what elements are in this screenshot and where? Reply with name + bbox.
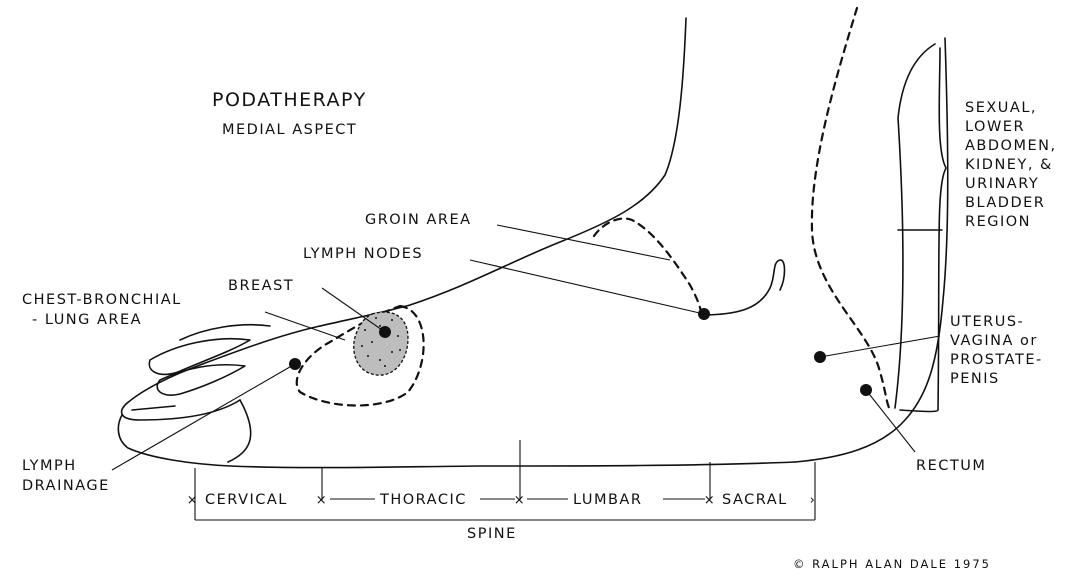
foot-sole-line bbox=[118, 415, 795, 468]
sexual-region-label: SEXUAL, LOWER ABDOMEN, KIDNEY, & URINARY… bbox=[965, 100, 1057, 230]
breast-stippled-area bbox=[354, 312, 408, 375]
diagram-title: PODATHERAPY bbox=[212, 89, 367, 111]
spine-tick-mark: × bbox=[514, 493, 526, 508]
toe-outline-4 bbox=[180, 325, 270, 340]
svg-text:URINARY: URINARY bbox=[965, 176, 1039, 192]
chest-leader bbox=[265, 312, 345, 340]
spine-tick-mark: › bbox=[810, 493, 817, 508]
big-toe-outline bbox=[122, 326, 320, 420]
spine-segment-thoracic: THORACIC bbox=[379, 492, 467, 508]
lymph-drainage-label: LYMPH bbox=[22, 458, 77, 474]
foot-dorsum-line bbox=[320, 18, 686, 326]
lymph-drainage-label-2: DRAINAGE bbox=[22, 478, 110, 494]
uterus-prostate-label: UTERUS- VAGINA or PROSTATE- PENIS bbox=[950, 314, 1043, 387]
rectum-label: RECTUM bbox=[916, 458, 986, 474]
breast-leader bbox=[322, 288, 385, 332]
svg-text:SEXUAL,: SEXUAL, bbox=[965, 100, 1037, 116]
spine-segment-sacral: SACRAL bbox=[722, 492, 788, 508]
heel-inner-line bbox=[895, 44, 935, 408]
achilles-dashed-line bbox=[812, 8, 890, 410]
foot-heel-line bbox=[795, 38, 948, 462]
svg-text:VAGINA or: VAGINA or bbox=[950, 333, 1038, 349]
toe-nail bbox=[132, 406, 175, 410]
lymph-nodes-label: LYMPH NODES bbox=[303, 246, 423, 262]
ankle-bump-line bbox=[700, 260, 785, 315]
toe-outline-3 bbox=[157, 365, 245, 395]
uterus-leader bbox=[820, 336, 940, 357]
groin-area-label: GROIN AREA bbox=[365, 212, 472, 228]
spine-scale: × × × × › bbox=[187, 440, 817, 520]
svg-text:UTERUS-: UTERUS- bbox=[950, 314, 1024, 330]
svg-text:ABDOMEN,: ABDOMEN, bbox=[965, 138, 1057, 154]
spine-segment-lumbar: LUMBAR bbox=[573, 492, 642, 508]
spine-label: SPINE bbox=[467, 526, 517, 542]
spine-segment-cervical: CERVICAL bbox=[205, 492, 288, 508]
foot-outline bbox=[118, 18, 947, 468]
svg-text:KIDNEY, &: KIDNEY, & bbox=[965, 157, 1053, 173]
diagram-subtitle: MEDIAL ASPECT bbox=[222, 122, 357, 138]
spine-tick-mark: × bbox=[187, 493, 199, 508]
chest-lung-label: CHEST-BRONCHIAL bbox=[22, 292, 182, 308]
spine-tick-mark: × bbox=[316, 493, 328, 508]
spine-tick-mark: × bbox=[704, 493, 716, 508]
lymph-drainage-leader bbox=[112, 364, 295, 470]
chest-lung-label-2: - LUNG AREA bbox=[32, 312, 142, 328]
copyright-notice: © RALPH ALAN DALE 1975 bbox=[793, 557, 991, 571]
svg-text:REGION: REGION bbox=[965, 214, 1031, 230]
svg-text:PROSTATE-: PROSTATE- bbox=[950, 352, 1043, 368]
svg-text:PENIS: PENIS bbox=[950, 371, 1000, 387]
arch-line bbox=[228, 400, 251, 462]
lymph-nodes-leader bbox=[470, 260, 704, 314]
breast-label: BREAST bbox=[228, 278, 294, 294]
svg-text:BLADDER: BLADDER bbox=[965, 195, 1045, 211]
groin-leader bbox=[497, 225, 670, 260]
svg-text:LOWER: LOWER bbox=[965, 119, 1025, 135]
groin-dashed-line bbox=[594, 218, 701, 312]
toe-outline-2 bbox=[149, 339, 250, 375]
